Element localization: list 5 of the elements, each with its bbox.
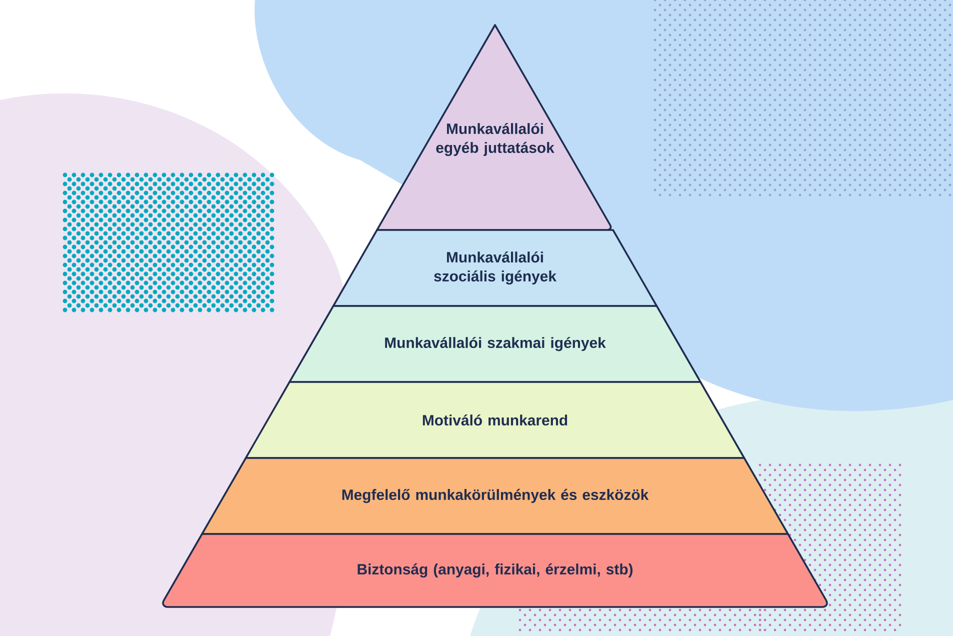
pyramid-level: Munkavállalói egyéb juttatások [376, 24, 612, 231]
pyramid-level: Motiváló munkarend [244, 381, 746, 459]
pyramid-level: Biztonság (anyagi, fizikai, érzelmi, stb) [162, 533, 828, 608]
pyramid-level: Munkavállalói szociális igények [332, 229, 658, 307]
pyramid-level: Megfelelő munkakörülmények és eszközök [201, 457, 789, 535]
